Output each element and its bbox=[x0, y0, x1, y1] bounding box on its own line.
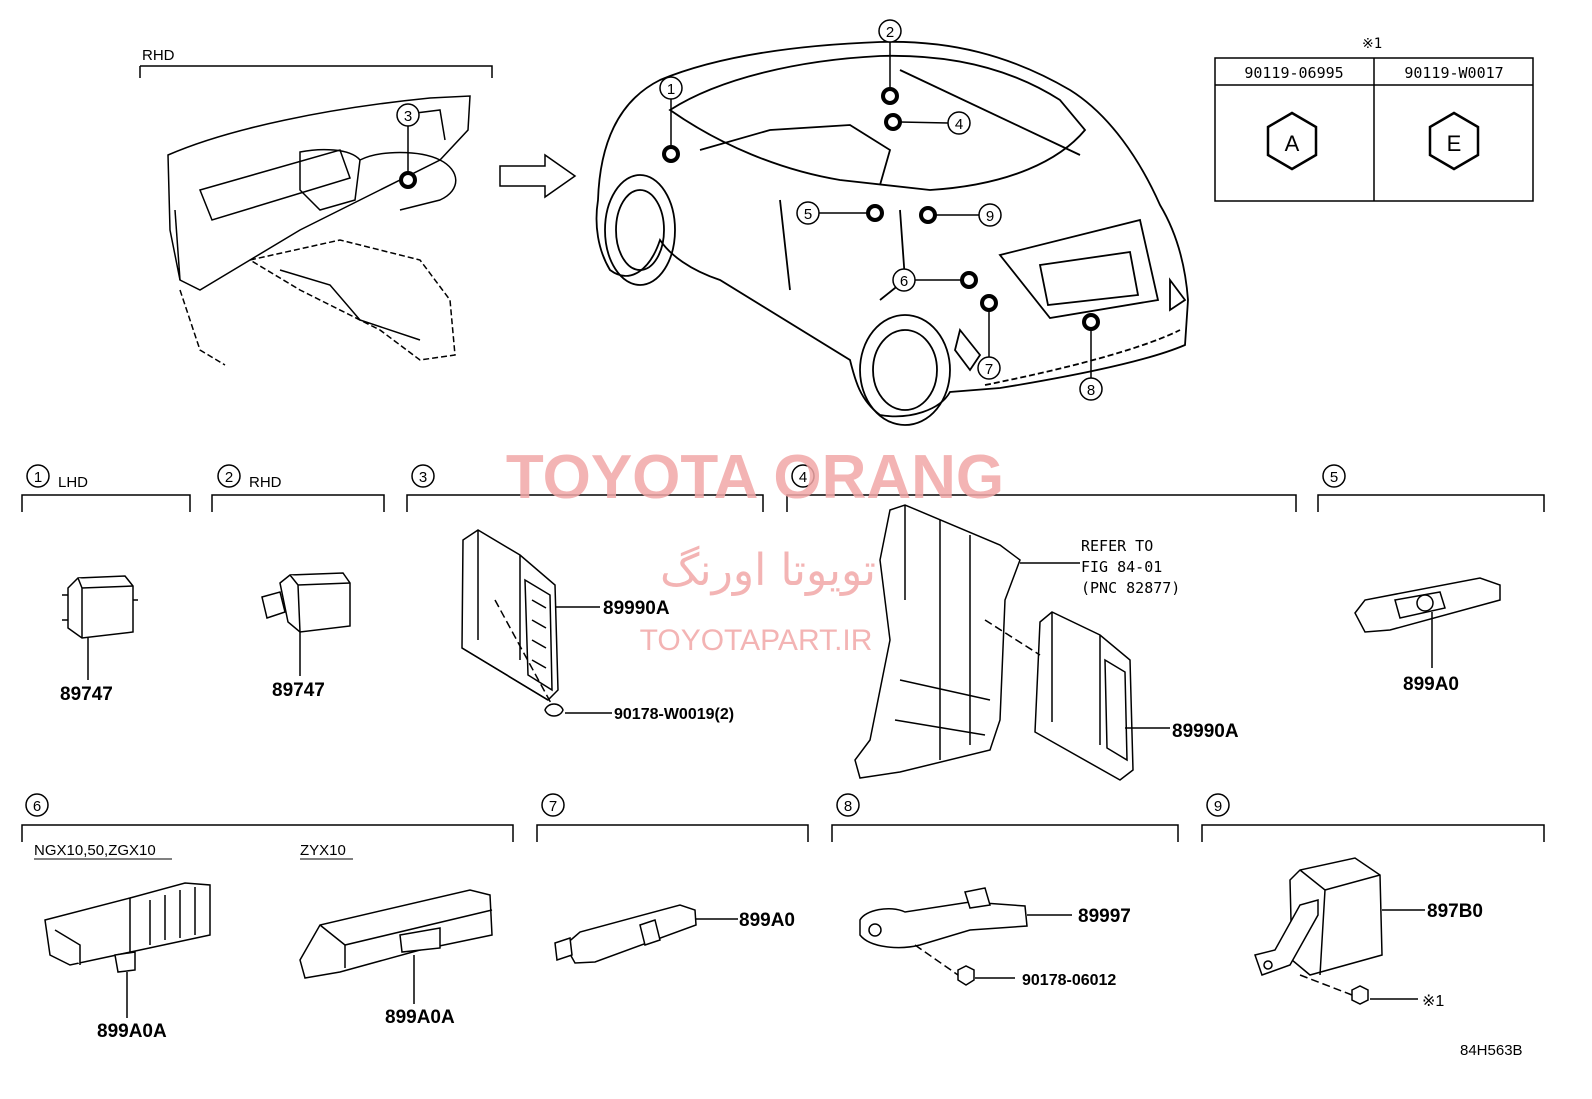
legend-part-a: 90119-06995 bbox=[1244, 64, 1343, 82]
part-89747-rhd: 89747 bbox=[272, 680, 325, 701]
legend-table: ※1 90119-06995 90119-W0017 A E bbox=[1214, 36, 1534, 202]
part-note-1: ※1 bbox=[1422, 993, 1444, 1010]
part-90178-w0019: 90178-W0019(2) bbox=[614, 706, 734, 723]
module-897b0-section9 bbox=[1254, 857, 1425, 1005]
part-899a0a-ngx: 899A0A bbox=[97, 1021, 167, 1042]
hex-nut-a-icon: A bbox=[1266, 111, 1318, 171]
part-labels: 89747 89747 89990A 90178-W0019(2) 89990A… bbox=[60, 598, 1483, 1042]
svg-text:A: A bbox=[1285, 131, 1300, 156]
part-89997: 89997 bbox=[1078, 906, 1131, 927]
part-897b0: 897B0 bbox=[1427, 901, 1483, 922]
section-6-num: 6 bbox=[33, 798, 41, 815]
sensor-899a0a-ngx bbox=[44, 882, 211, 1018]
section-headers-row1 bbox=[21, 494, 1545, 842]
section-3-num: 3 bbox=[419, 469, 427, 486]
svg-text:3: 3 bbox=[404, 108, 412, 125]
section-1-num: 1 bbox=[34, 469, 42, 486]
callout-7: 7 bbox=[985, 361, 993, 378]
watermark-title: TOYOTA ORANG bbox=[506, 443, 1004, 512]
part-899a0-s5: 899A0 bbox=[1403, 674, 1459, 695]
refer-line-2: FIG 84-01 bbox=[1081, 558, 1162, 576]
section-5-num: 5 bbox=[1330, 469, 1338, 486]
callout-1: 1 bbox=[667, 81, 675, 98]
ecu-89990a-section3 bbox=[461, 529, 612, 717]
car-illustration bbox=[595, 40, 1189, 426]
sensor-89997-section8 bbox=[859, 887, 1072, 986]
diagram-id: 84H563B bbox=[1460, 1042, 1523, 1059]
callout-9: 9 bbox=[986, 208, 994, 225]
variant-labels: NGX10,50,ZGX10 ZYX10 bbox=[34, 842, 353, 860]
watermark-url: TOYOTAPART.IR bbox=[640, 624, 873, 657]
bracket-and-ecu-section4 bbox=[854, 504, 1170, 781]
part-899a0-s7: 899A0 bbox=[739, 910, 795, 931]
hex-nut-e-icon: E bbox=[1428, 111, 1480, 171]
callout-3-dashboard: 3 bbox=[396, 103, 420, 189]
sensor-899a0-section7 bbox=[554, 904, 738, 964]
relay-89747-lhd bbox=[62, 575, 138, 680]
section-2-num: 2 bbox=[225, 469, 233, 486]
section-4-num: 4 bbox=[799, 469, 807, 486]
section-8-num: 8 bbox=[844, 798, 852, 815]
refer-note: REFER TO FIG 84-01 (PNC 82877) bbox=[1081, 537, 1180, 597]
callout-4: 4 bbox=[955, 116, 963, 133]
svg-text:E: E bbox=[1447, 131, 1462, 156]
section-9-num: 9 bbox=[1214, 798, 1222, 815]
refer-line-1: REFER TO bbox=[1081, 537, 1153, 555]
arrow-right-icon bbox=[499, 153, 577, 199]
section-1-tag: LHD bbox=[58, 474, 88, 491]
watermark: TOYOTA ORANG تویوتا اورنگ TOYOTAPART.IR bbox=[506, 443, 1004, 657]
callout-8: 8 bbox=[1087, 382, 1095, 399]
callout-2: 2 bbox=[886, 24, 894, 41]
part-89990a-s4: 89990A bbox=[1172, 721, 1239, 742]
part-90178-06012: 90178-06012 bbox=[1022, 972, 1116, 989]
dashboard-illustration bbox=[139, 65, 493, 366]
section-numbers: 1 LHD 2 RHD 3 4 5 6 7 8 9 bbox=[25, 464, 1346, 817]
sensor-899a0-section5 bbox=[1354, 577, 1501, 668]
rhd-label: RHD bbox=[142, 47, 175, 64]
relay-89747-rhd bbox=[261, 572, 351, 676]
section-7-num: 7 bbox=[549, 798, 557, 815]
sensor-899a0a-zyx bbox=[299, 889, 493, 1004]
watermark-persian: تویوتا اورنگ bbox=[660, 545, 876, 596]
refer-line-3: (PNC 82877) bbox=[1081, 579, 1180, 597]
variant-ngx: NGX10,50,ZGX10 bbox=[34, 842, 156, 859]
callout-6: 6 bbox=[900, 273, 908, 290]
part-89990a-s3: 89990A bbox=[603, 598, 670, 619]
callout-5: 5 bbox=[804, 206, 812, 223]
legend-part-e: 90119-W0017 bbox=[1404, 64, 1503, 82]
section-2-tag: RHD bbox=[249, 474, 282, 491]
legend-note: ※1 bbox=[1362, 36, 1382, 52]
part-89747-lhd: 89747 bbox=[60, 684, 113, 705]
variant-zyx: ZYX10 bbox=[300, 842, 346, 859]
car-callouts: 1 2 4 5 9 6 7 8 bbox=[659, 19, 1103, 401]
part-899a0a-zyx: 899A0A bbox=[385, 1007, 455, 1028]
